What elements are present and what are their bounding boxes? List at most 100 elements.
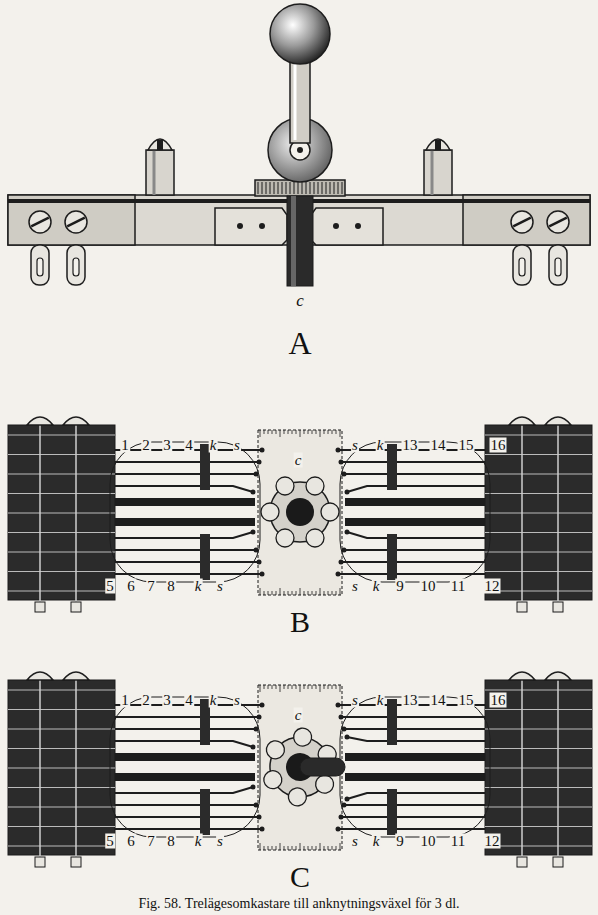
scale-tick xyxy=(260,685,261,692)
cam-roller xyxy=(306,477,324,495)
scale-tick xyxy=(264,846,265,850)
scale-tick xyxy=(292,591,293,595)
callout-label: 3 xyxy=(162,693,172,708)
scale-tick xyxy=(300,588,301,595)
insulator-layer xyxy=(485,512,592,513)
screw-head xyxy=(545,417,571,425)
callout-label: 4 xyxy=(184,693,194,708)
contact-point xyxy=(342,472,347,477)
callout-label: 11 xyxy=(450,834,466,849)
cam-lobe xyxy=(300,758,345,776)
screw-head xyxy=(509,672,535,680)
scale-tick xyxy=(276,591,277,595)
scale-tick xyxy=(304,846,305,850)
knurl xyxy=(294,182,295,194)
contact-point xyxy=(345,490,350,495)
insulator-layer xyxy=(485,767,592,768)
scale-tick xyxy=(316,685,317,689)
contact-point xyxy=(254,472,259,477)
clamp-block xyxy=(8,680,115,855)
callout-label: 1 xyxy=(120,438,130,453)
insulator-layer xyxy=(485,571,592,572)
insulator-layer xyxy=(8,532,115,533)
knurl xyxy=(342,182,343,194)
cam-roller xyxy=(263,737,288,762)
scale-tick xyxy=(320,685,321,692)
knurl xyxy=(310,182,311,194)
callout-label: 13 xyxy=(402,693,419,708)
screw-head xyxy=(63,672,89,680)
knurl xyxy=(306,182,307,194)
contact-point xyxy=(339,715,344,720)
view-letter: B xyxy=(289,607,311,637)
screw-head xyxy=(65,211,87,233)
insulator-layer xyxy=(485,454,592,455)
scale-tick xyxy=(328,846,329,850)
post-shade xyxy=(153,150,156,195)
scale-tick xyxy=(296,685,297,689)
knurl xyxy=(290,182,291,194)
post-stem xyxy=(157,140,163,150)
contact-spring xyxy=(115,532,253,538)
insulator-layer xyxy=(8,728,115,729)
scale-tick xyxy=(288,430,289,434)
contact-point xyxy=(339,460,344,465)
scale-tick xyxy=(284,846,285,850)
callout-label: 12 xyxy=(484,579,501,594)
scale-tick xyxy=(332,591,333,595)
cam-roller xyxy=(306,529,324,547)
insulating-stud xyxy=(387,444,397,490)
insulator-layer xyxy=(485,434,592,435)
cam-roller xyxy=(261,503,279,521)
cam-roller xyxy=(285,784,310,809)
callout-label: 7 xyxy=(146,579,156,594)
insulator-layer xyxy=(485,845,592,846)
callout-label: k xyxy=(209,693,218,708)
contact-spring xyxy=(344,728,485,730)
rivet xyxy=(333,223,339,229)
contact-point xyxy=(257,815,262,820)
main-spring xyxy=(115,518,255,526)
screw-end xyxy=(71,857,81,867)
scale-tick xyxy=(312,685,313,689)
knurl xyxy=(314,182,315,194)
contact-spring xyxy=(341,816,485,818)
contact-point xyxy=(342,548,347,553)
insulating-stud xyxy=(200,789,210,835)
contact-spring xyxy=(115,787,253,793)
screw-head xyxy=(27,672,53,680)
knurl xyxy=(326,182,327,194)
scale-tick xyxy=(332,846,333,850)
callout-label: 9 xyxy=(395,834,405,849)
cam-roller xyxy=(290,725,315,750)
scale-tick xyxy=(272,685,273,689)
insulator-layer xyxy=(485,473,592,474)
contact-point xyxy=(339,815,344,820)
scale-tick xyxy=(324,430,325,434)
scale-tick xyxy=(288,846,289,850)
callout-label: 7 xyxy=(146,834,156,849)
callout-label: s xyxy=(233,693,241,708)
rivet xyxy=(237,223,243,229)
knurl xyxy=(338,182,339,194)
scale-tick xyxy=(296,846,297,850)
scale-tick xyxy=(324,685,325,689)
clamp-block xyxy=(8,425,115,600)
post-stem xyxy=(435,140,441,150)
screw-end xyxy=(35,602,45,612)
insulator-layer xyxy=(8,590,115,591)
callout-label: 10 xyxy=(420,834,437,849)
callout-label: s xyxy=(351,438,359,453)
contact-spring xyxy=(115,728,256,730)
contact-point xyxy=(345,797,350,802)
screw-end xyxy=(553,857,563,867)
contact-spring xyxy=(115,828,262,830)
insulator-layer xyxy=(485,709,592,710)
lug-hole xyxy=(37,258,43,276)
contact-point xyxy=(342,727,347,732)
callout-label: s xyxy=(216,579,224,594)
lever-shine xyxy=(294,58,297,140)
insulator-layer xyxy=(8,748,115,749)
post-shade xyxy=(431,150,434,195)
